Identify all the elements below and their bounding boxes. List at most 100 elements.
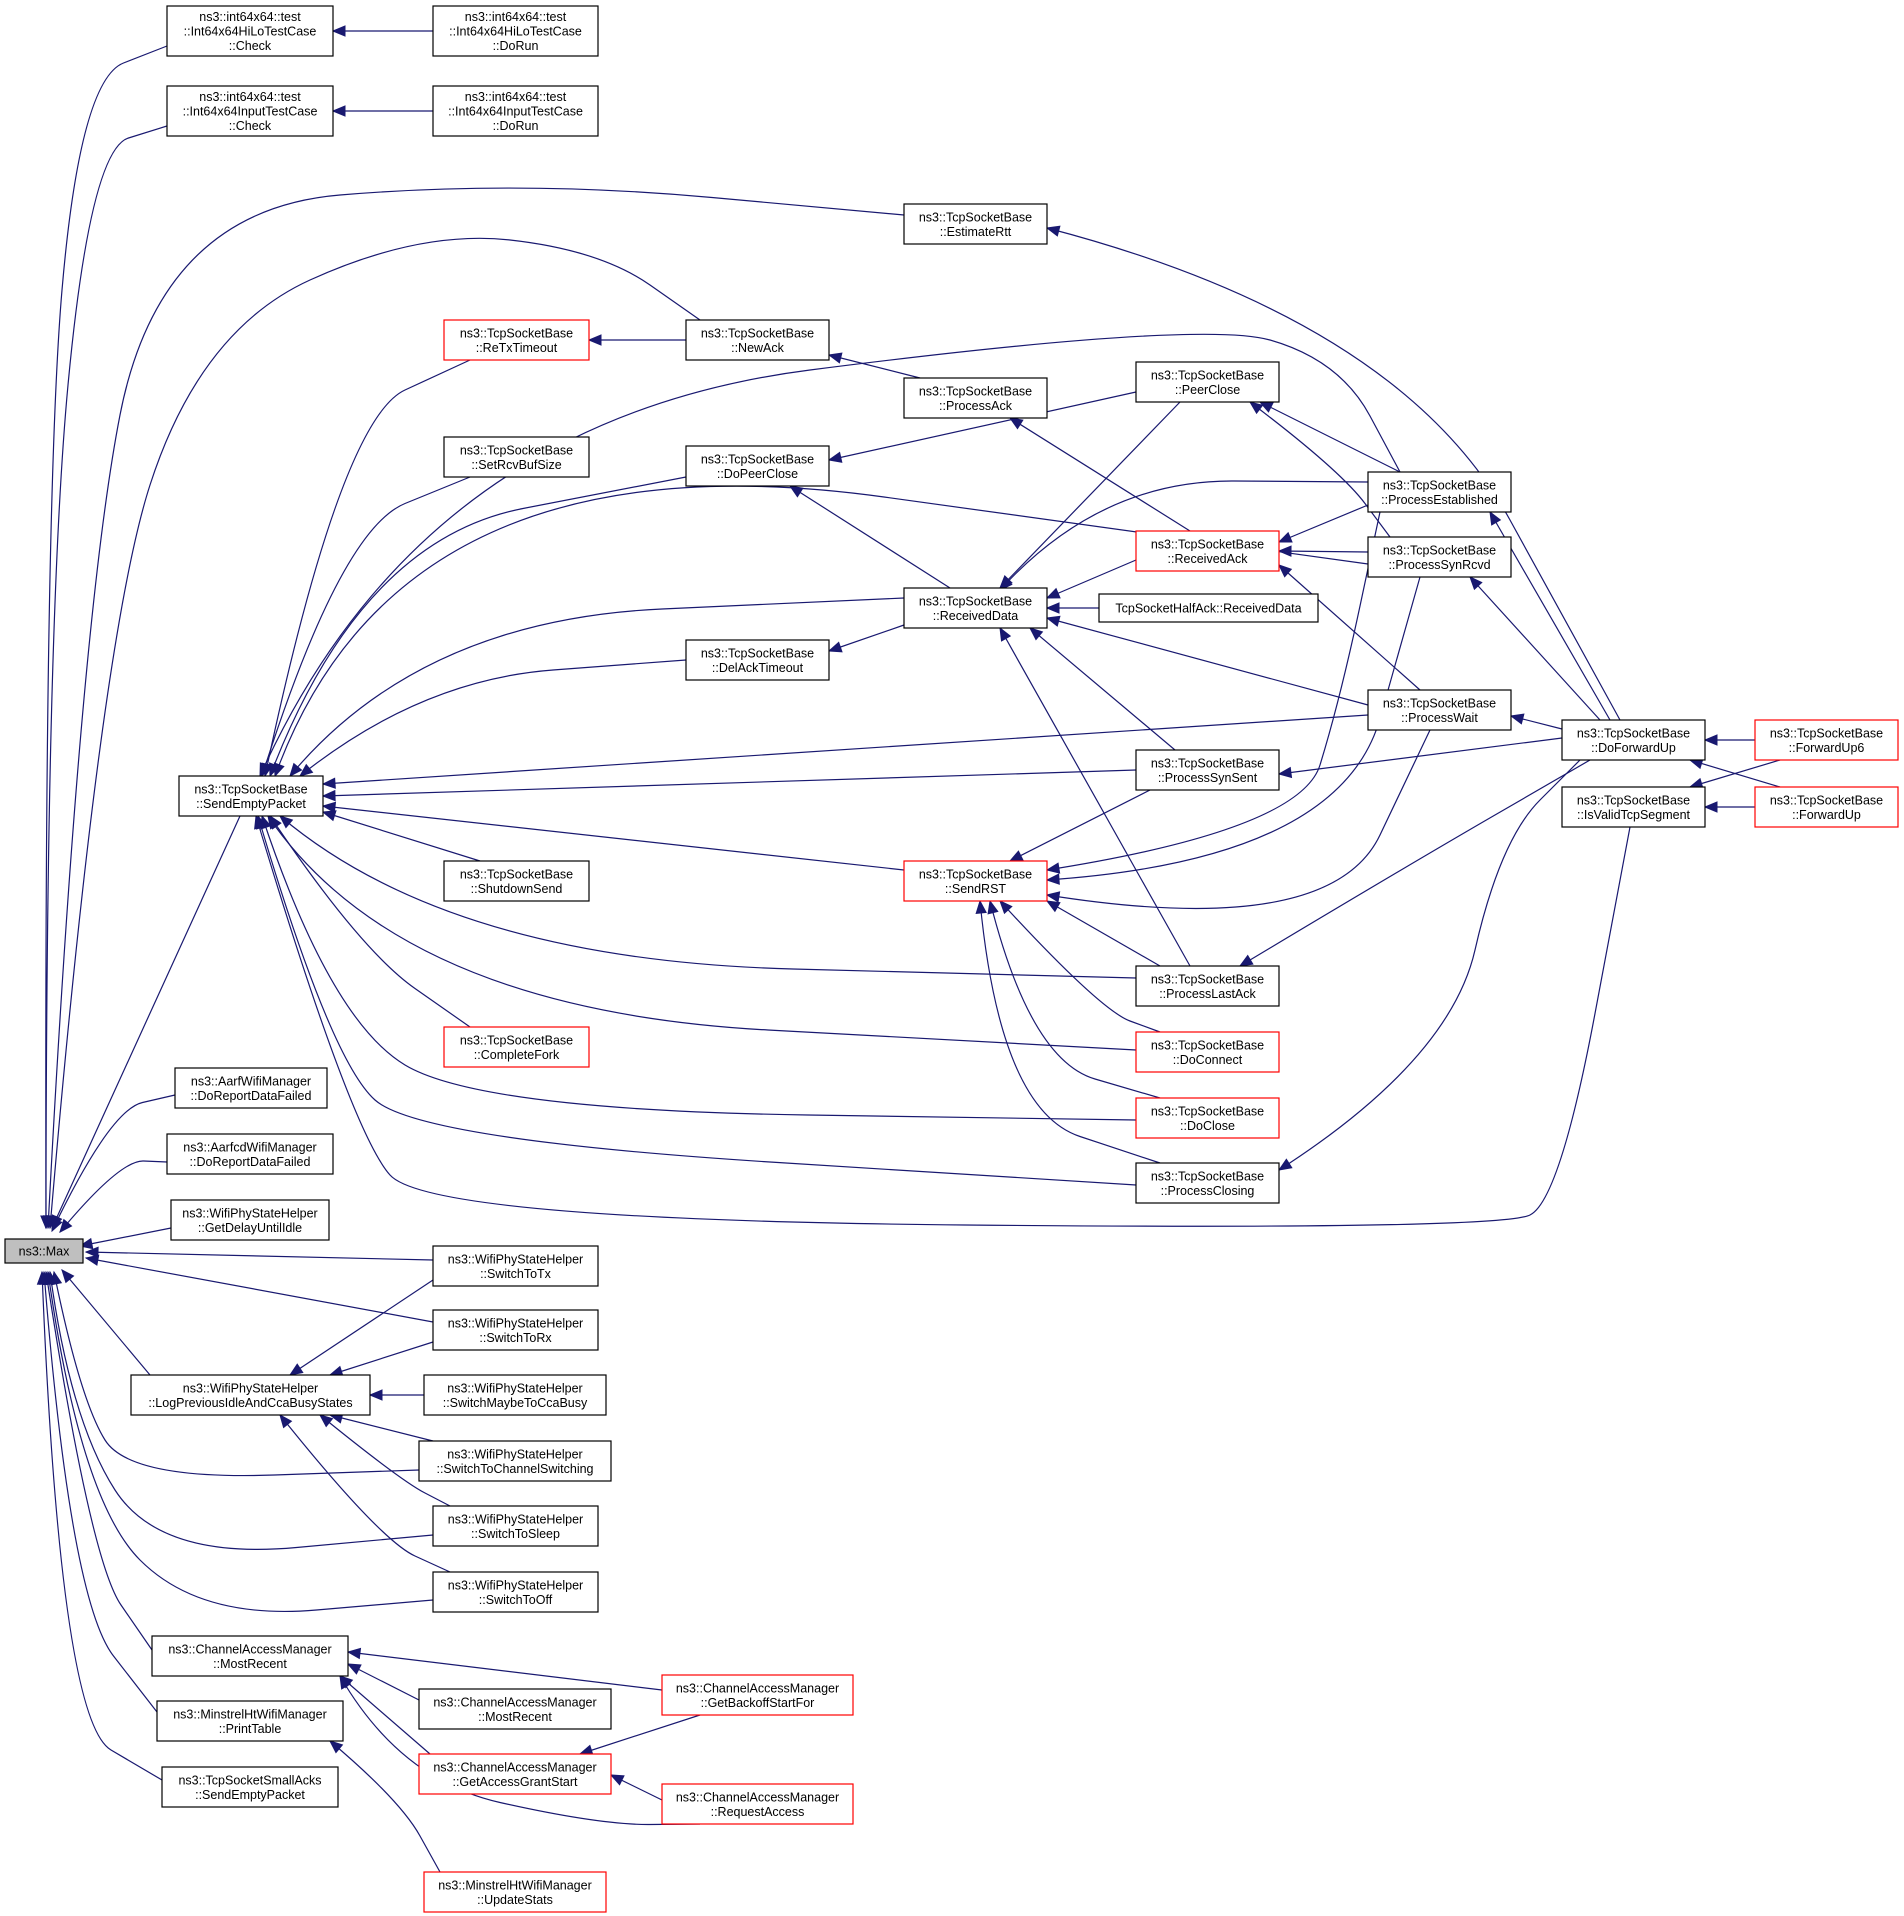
node-box [432, 85, 599, 137]
graph-node-retx-timeout[interactable]: ns3::TcpSocketBase::ReTxTimeout [443, 319, 590, 361]
graph-node-send-rst[interactable]: ns3::TcpSocketBase::SendRST [903, 860, 1048, 902]
call-edge-max-hilo_check [40, 45, 168, 1230]
graph-node-switch-chan[interactable]: ns3::WifiPhyStateHelper::SwitchToChannel… [418, 1440, 612, 1482]
call-edge-send_empty-complete_fork [269, 814, 471, 1028]
node-label-line: ::Int64x64InputTestCase [448, 105, 583, 119]
edge-line [329, 1740, 441, 1873]
node-label-line: ns3::TcpSocketBase [460, 867, 573, 881]
graph-node-max[interactable]: ns3::Max [4, 1238, 84, 1264]
graph-node-forward-up[interactable]: ns3::TcpSocketBase::ForwardUp [1754, 786, 1899, 828]
edge-line [999, 627, 1191, 967]
graph-node-del-ack[interactable]: ns3::TcpSocketBase::DelAckTimeout [685, 639, 830, 681]
edge-line [51, 1094, 176, 1232]
graph-node-received-data[interactable]: ns3::TcpSocketBase::ReceivedData [903, 587, 1048, 629]
edge-line [47, 1271, 434, 1613]
graph-node-switch-off[interactable]: ns3::WifiPhyStateHelper::SwitchToOff [432, 1571, 599, 1613]
graph-node-log-prev[interactable]: ns3::WifiPhyStateHelper::LogPreviousIdle… [130, 1374, 371, 1416]
graph-node-process-established[interactable]: ns3::TcpSocketBase::ProcessEstablished [1367, 471, 1512, 513]
graph-node-small-acks[interactable]: ns3::TcpSocketSmallAcks::SendEmptyPacket [161, 1766, 339, 1808]
graph-node-set-rcvbuf[interactable]: ns3::TcpSocketBase::SetRcvBufSize [443, 436, 590, 478]
call-edge-send_empty-retx_timeout [261, 359, 471, 778]
graph-node-get-access[interactable]: ns3::ChannelAccessManager::GetAccessGran… [418, 1753, 612, 1795]
graph-node-get-delay[interactable]: ns3::WifiPhyStateHelper::GetDelayUntilId… [170, 1199, 330, 1241]
graph-node-estimate-rtt[interactable]: ns3::TcpSocketBase::EstimateRtt [903, 203, 1048, 245]
edge-line [1689, 759, 1781, 788]
graph-node-is-valid[interactable]: ns3::TcpSocketBase::IsValidTcpSegment [1561, 786, 1706, 828]
call-edge-process_closing-do_forward_up [1277, 759, 1581, 1171]
graph-node-do-connect[interactable]: ns3::TcpSocketBase::DoConnect [1135, 1031, 1280, 1073]
graph-node-hilo-run[interactable]: ns3::int64x64::test::Int64x64HiLoTestCas… [432, 5, 599, 57]
graph-node-peer-close[interactable]: ns3::TcpSocketBase::PeerClose [1135, 361, 1280, 403]
graph-node-aarf[interactable]: ns3::AarfWifiManager::DoReportDataFailed [174, 1067, 328, 1109]
graph-node-request-access[interactable]: ns3::ChannelAccessManager::RequestAccess [661, 1783, 854, 1825]
graph-node-most-recent-b[interactable]: ns3::ChannelAccessManager::MostRecent [418, 1688, 612, 1730]
edge-arrowhead-icon [1277, 1158, 1293, 1171]
node-label-line: ::SetRcvBufSize [471, 458, 561, 472]
node-box [423, 1374, 607, 1416]
call-edge-retx_timeout-new_ack [587, 334, 686, 346]
node-box [432, 1505, 599, 1547]
node-label-line: ::DoForwardUp [1591, 741, 1676, 755]
node-box [903, 860, 1048, 902]
graph-node-process-synsent[interactable]: ns3::TcpSocketBase::ProcessSynSent [1135, 749, 1280, 791]
graph-node-do-close[interactable]: ns3::TcpSocketBase::DoClose [1135, 1097, 1280, 1139]
graph-node-process-synrcvd[interactable]: ns3::TcpSocketBase::ProcessSynRcvd [1367, 536, 1512, 578]
node-box [1367, 536, 1512, 578]
call-edge-get_access-request_access [609, 1774, 663, 1801]
graph-node-most-recent-a[interactable]: ns3::ChannelAccessManager::MostRecent [151, 1635, 349, 1677]
call-edge-do_forward_up-forward_up6 [1703, 734, 1755, 746]
graph-node-process-ack[interactable]: ns3::TcpSocketBase::ProcessAck [903, 377, 1048, 419]
graph-node-print-table[interactable]: ns3::MinstrelHtWifiManager::PrintTable [156, 1700, 344, 1742]
graph-node-received-ack[interactable]: ns3::TcpSocketBase::ReceivedAck [1135, 530, 1280, 572]
node-box [432, 1309, 599, 1351]
call-edge-max-switch_rx [84, 1254, 434, 1323]
node-label-line: ns3::int64x64::test [199, 90, 301, 104]
node-label-line: ::GetAccessGrantStart [452, 1775, 578, 1789]
graph-node-half-ack[interactable]: TcpSocketHalfAck::ReceivedData [1098, 593, 1319, 623]
graph-node-do-forward-up[interactable]: ns3::TcpSocketBase::DoForwardUp [1561, 719, 1706, 761]
graph-node-do-peer-close[interactable]: ns3::TcpSocketBase::DoPeerClose [685, 445, 830, 487]
node-box [432, 5, 599, 57]
graph-node-switch-rx[interactable]: ns3::WifiPhyStateHelper::SwitchToRx [432, 1309, 599, 1351]
graph-node-new-ack[interactable]: ns3::TcpSocketBase::NewAck [685, 319, 830, 361]
node-box [443, 860, 590, 902]
edge-line [789, 485, 951, 589]
edge-line [261, 476, 471, 777]
graph-node-complete-fork[interactable]: ns3::TcpSocketBase::CompleteFork [443, 1026, 590, 1068]
call-edge-send_empty-is_valid [254, 814, 1631, 1227]
edge-line [989, 900, 1161, 1099]
call-edge-most_recent_a-most_recent_b [346, 1663, 420, 1701]
node-label-line: ns3::TcpSocketBase [1151, 537, 1264, 551]
edge-line [269, 815, 471, 1028]
node-label-line: ::DoReportDataFailed [191, 1089, 312, 1103]
edge-line [279, 815, 1137, 979]
edge-line [322, 805, 905, 871]
node-label-line: ns3::TcpSocketBase [919, 867, 1032, 881]
node-box [1098, 593, 1319, 623]
call-edge-max-print_table [39, 1270, 158, 1713]
graph-node-switch-sleep[interactable]: ns3::WifiPhyStateHelper::SwitchToSleep [432, 1505, 599, 1547]
graph-node-aarfcd[interactable]: ns3::AarfcdWifiManager::DoReportDataFail… [166, 1133, 334, 1175]
graph-node-input-run[interactable]: ns3::int64x64::test::Int64x64InputTestCa… [432, 85, 599, 137]
edge-line [1239, 759, 1591, 967]
node-box [685, 639, 830, 681]
node-label-line: ::UpdateStats [477, 1893, 553, 1907]
graph-node-process-wait[interactable]: ns3::TcpSocketBase::ProcessWait [1367, 689, 1512, 731]
graph-node-send-empty[interactable]: ns3::TcpSocketBase::SendEmptyPacket [178, 775, 324, 817]
graph-node-switch-maybe[interactable]: ns3::WifiPhyStateHelper::SwitchMaybeToCc… [423, 1374, 607, 1416]
edge-arrowhead-icon [321, 810, 337, 822]
graph-node-hilo-check[interactable]: ns3::int64x64::test::Int64x64HiLoTestCas… [166, 5, 334, 57]
graph-node-shutdown-send[interactable]: ns3::TcpSocketBase::ShutdownSend [443, 860, 590, 902]
node-label-line: ns3::int64x64::test [199, 10, 301, 24]
graph-node-switch-tx[interactable]: ns3::WifiPhyStateHelper::SwitchToTx [432, 1245, 599, 1287]
call-edge-del_ack-received_data [827, 624, 905, 653]
graph-node-forward-up6[interactable]: ns3::TcpSocketBase::ForwardUp6 [1754, 719, 1899, 761]
graph-node-get-backoff[interactable]: ns3::ChannelAccessManager::GetBackoffSta… [661, 1674, 854, 1716]
graph-node-process-closing[interactable]: ns3::TcpSocketBase::ProcessClosing [1135, 1162, 1280, 1204]
edge-arrowhead-icon [259, 762, 271, 778]
graph-node-input-check[interactable]: ns3::int64x64::test::Int64x64InputTestCa… [166, 85, 334, 137]
node-box [1367, 471, 1512, 513]
graph-node-process-lastack[interactable]: ns3::TcpSocketBase::ProcessLastAck [1135, 965, 1280, 1007]
node-label-line: ns3::TcpSocketBase [701, 452, 814, 466]
graph-node-update-stats[interactable]: ns3::MinstrelHtWifiManager::UpdateStats [423, 1871, 607, 1913]
